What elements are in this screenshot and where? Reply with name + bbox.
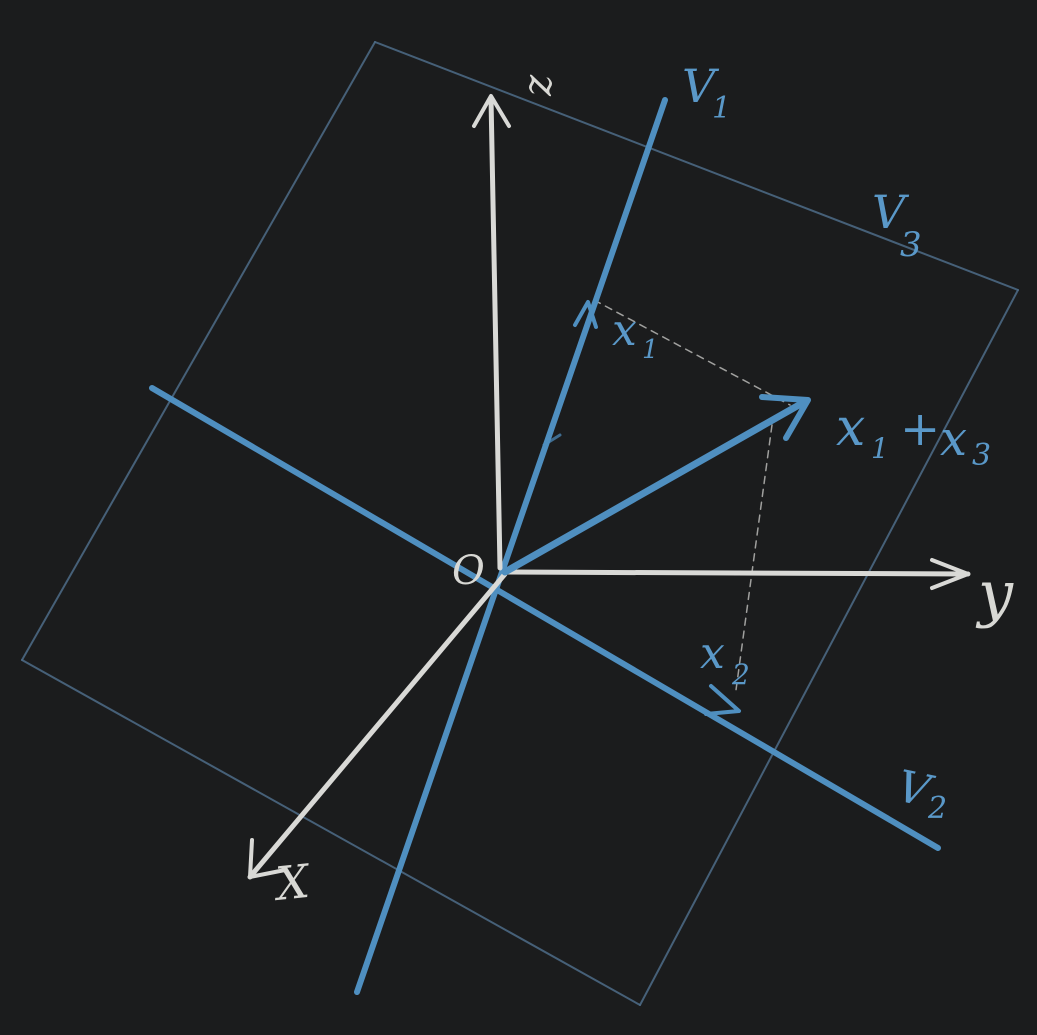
plane-right-edge	[639, 289, 1019, 1006]
origin-label: O	[452, 548, 485, 594]
sum-label-first: x	[836, 398, 865, 458]
x2-label-letter: x	[700, 628, 725, 679]
v2-label: V 2	[893, 761, 947, 826]
line-v2-stroke	[149, 385, 941, 851]
sum-label-second-subscript: 3	[972, 438, 991, 473]
z-axis-label: z	[520, 74, 566, 97]
v2-label-subscript: 2	[927, 791, 947, 826]
z-axis-arrowhead	[472, 94, 511, 128]
v1-tick	[542, 433, 562, 447]
plane-v3-outline	[21, 41, 1019, 1006]
z-axis	[488, 95, 503, 571]
y-axis	[502, 569, 971, 577]
x-axis-label: X	[271, 854, 314, 912]
x2-label-subscript: 2	[731, 658, 750, 691]
x-axis	[247, 571, 508, 880]
y-axis-arrowhead	[930, 558, 970, 590]
sum-vector	[501, 394, 811, 576]
sum-label: x 1 + x 3	[836, 398, 991, 473]
x1-label: x 1	[612, 305, 659, 365]
x2-label: x 2	[700, 628, 750, 691]
v1-label-letter: V	[682, 59, 720, 113]
x1-label-subscript: 1	[642, 335, 659, 365]
projection-lines	[593, 299, 791, 691]
v3-label-letter: V	[872, 185, 910, 239]
x1-label-letter: x	[612, 305, 637, 356]
x2-arrowhead	[704, 684, 741, 716]
sum-label-second: x	[940, 411, 967, 467]
plane-bottom-edge	[21, 659, 641, 1006]
axes	[247, 94, 971, 880]
sum-vector-arrowhead	[759, 394, 811, 441]
plane-left-edge	[21, 41, 376, 661]
sum-vector-stroke	[501, 397, 810, 576]
y-axis-label: y	[975, 557, 1014, 630]
line-v1	[354, 97, 668, 995]
v3-label-subscript: 3	[900, 225, 922, 265]
plane-top-edge	[374, 41, 1019, 291]
v3-label: V 3	[872, 185, 922, 265]
sum-label-plus: +	[900, 401, 940, 457]
sum-label-first-subscript: 1	[871, 432, 889, 465]
v1-label: V 1	[682, 59, 731, 126]
x-axis-arrowhead	[248, 838, 287, 879]
v1-label-subscript: 1	[712, 91, 731, 126]
line-v1-stroke	[354, 97, 668, 995]
projection-to-x2	[735, 424, 773, 691]
x1-arrowhead	[573, 300, 598, 329]
line-v2	[149, 385, 941, 851]
projection-to-x1	[593, 299, 791, 406]
